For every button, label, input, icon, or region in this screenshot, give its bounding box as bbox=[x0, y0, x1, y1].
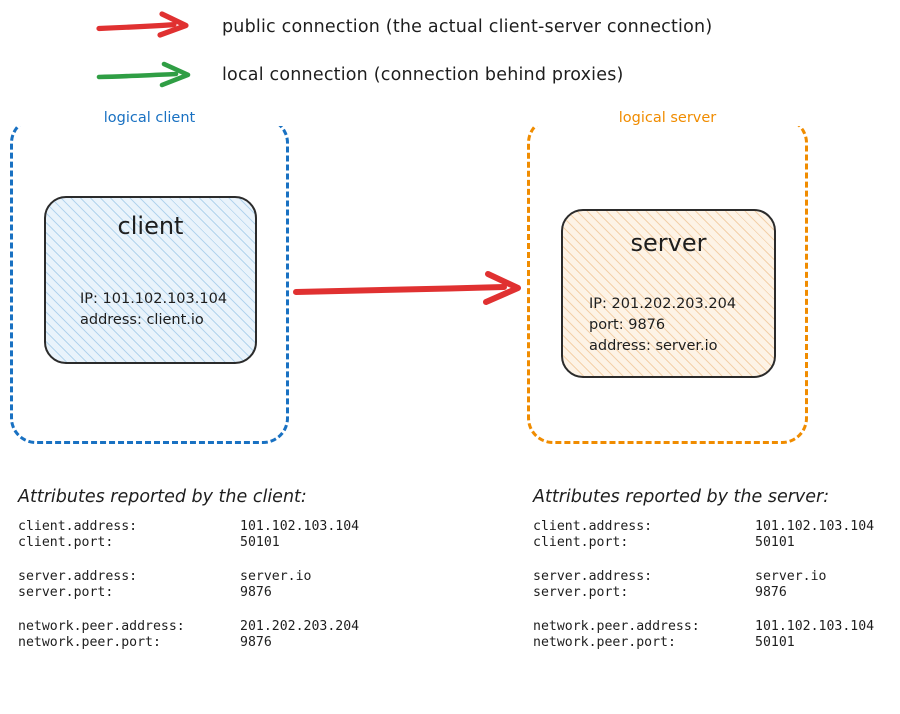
table-row: server.address: server.io bbox=[533, 569, 874, 585]
attribute-value: server.io bbox=[755, 569, 827, 584]
table-row: network.peer.port: 9876 bbox=[18, 635, 359, 651]
server-attributes-block: Attributes reported by the server: clien… bbox=[533, 487, 874, 651]
public-connection-arrow bbox=[293, 271, 521, 305]
client-attributes-block: Attributes reported by the client: clien… bbox=[18, 487, 359, 651]
client-attributes-heading: Attributes reported by the client: bbox=[18, 487, 307, 507]
attribute-value: 50101 bbox=[755, 535, 795, 550]
green-arrow-icon bbox=[96, 61, 191, 88]
attribute-key: client.address: bbox=[18, 519, 138, 534]
client-attributes-table: client.address: 101.102.103.104 client.p… bbox=[18, 519, 359, 651]
server-node[interactable]: server IP: 201.202.203.204 port: 9876 ad… bbox=[561, 209, 776, 378]
table-row: network.peer.address: 201.202.203.204 bbox=[18, 619, 359, 635]
server-attributes-table: client.address: 101.102.103.104 client.p… bbox=[533, 519, 874, 651]
attribute-key: network.peer.address: bbox=[533, 619, 700, 634]
legend-label-local-connection: local connection (connection behind prox… bbox=[222, 65, 624, 85]
table-row: network.peer.address: 101.102.103.104 bbox=[533, 619, 874, 635]
client-node-title: client bbox=[117, 212, 184, 240]
attribute-key: server.port: bbox=[533, 585, 629, 600]
table-row: client.address: 101.102.103.104 bbox=[533, 519, 874, 535]
attribute-value: 50101 bbox=[755, 635, 795, 650]
attribute-key: client.port: bbox=[18, 535, 114, 550]
logical-client-label: logical client bbox=[13, 110, 286, 126]
attribute-key: network.peer.port: bbox=[533, 635, 676, 650]
attribute-value: 201.202.203.204 bbox=[240, 619, 360, 634]
table-row-spacer bbox=[18, 551, 359, 569]
attribute-key: network.peer.port: bbox=[18, 635, 161, 650]
table-row: network.peer.port: 50101 bbox=[533, 635, 874, 651]
logical-server-label: logical server bbox=[530, 110, 805, 126]
attribute-key: server.address: bbox=[533, 569, 653, 584]
client-node-details: IP: 101.102.103.104 address: client.io bbox=[80, 291, 228, 329]
table-row-spacer bbox=[18, 601, 359, 619]
logical-server-container: logical server bbox=[527, 110, 808, 444]
legend-item-public-connection: public connection (the actual client-ser… bbox=[96, 10, 712, 44]
table-row-spacer bbox=[533, 601, 874, 619]
server-node-details: IP: 201.202.203.204 port: 9876 address: … bbox=[589, 296, 737, 355]
logical-server-label-text: logical server bbox=[612, 110, 723, 126]
table-row-spacer bbox=[533, 551, 874, 569]
table-row: server.port: 9876 bbox=[18, 585, 359, 601]
legend-item-local-connection: local connection (connection behind prox… bbox=[96, 58, 624, 92]
attribute-value: server.io bbox=[240, 569, 312, 584]
table-row: server.port: 9876 bbox=[533, 585, 874, 601]
attribute-value: 101.102.103.104 bbox=[755, 619, 875, 634]
server-node-title: server bbox=[630, 229, 707, 257]
attribute-value: 101.102.103.104 bbox=[240, 519, 360, 534]
attribute-value: 9876 bbox=[240, 585, 272, 600]
attribute-key: client.port: bbox=[533, 535, 629, 550]
attribute-value: 101.102.103.104 bbox=[755, 519, 875, 534]
logical-client-label-text: logical client bbox=[97, 110, 202, 126]
attribute-value: 50101 bbox=[240, 535, 280, 550]
logical-client-container: logical client bbox=[10, 110, 289, 444]
table-row: client.port: 50101 bbox=[533, 535, 874, 551]
attribute-value: 9876 bbox=[755, 585, 787, 600]
attribute-value: 9876 bbox=[240, 635, 272, 650]
table-row: client.address: 101.102.103.104 bbox=[18, 519, 359, 535]
attribute-key: network.peer.address: bbox=[18, 619, 185, 634]
client-node[interactable]: client IP: 101.102.103.104 address: clie… bbox=[44, 196, 257, 364]
attribute-key: client.address: bbox=[533, 519, 653, 534]
legend-label-public-connection: public connection (the actual client-ser… bbox=[222, 17, 713, 37]
red-arrow-icon bbox=[96, 11, 189, 38]
table-row: server.address: server.io bbox=[18, 569, 359, 585]
table-row: client.port: 50101 bbox=[18, 535, 359, 551]
attribute-key: server.address: bbox=[18, 569, 138, 584]
attribute-key: server.port: bbox=[18, 585, 114, 600]
server-attributes-heading: Attributes reported by the server: bbox=[533, 487, 830, 507]
